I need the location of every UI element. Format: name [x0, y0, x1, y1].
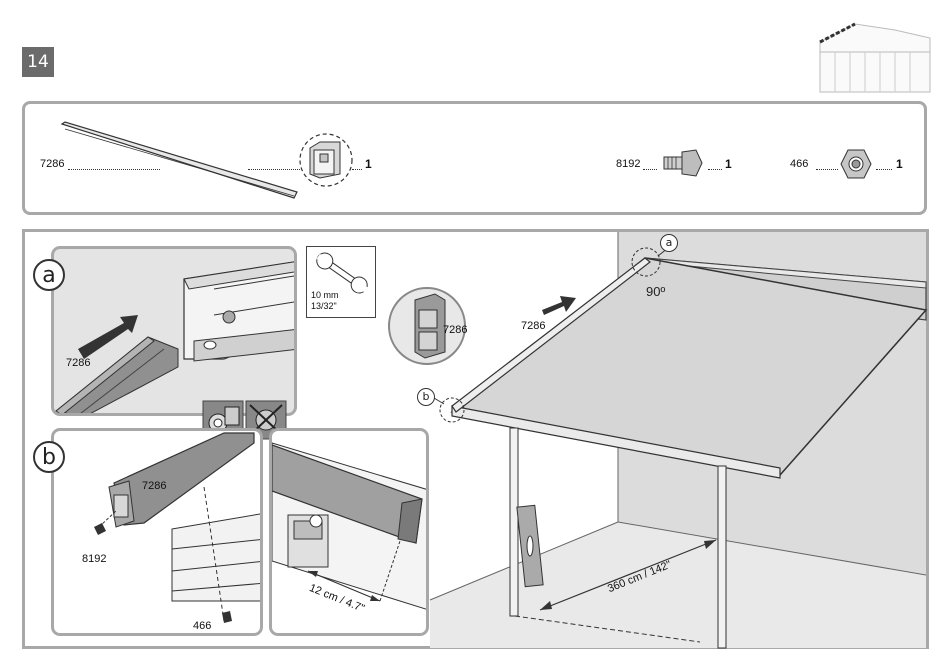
- callout-b: b: [417, 388, 435, 406]
- wrench-icon: [313, 253, 371, 293]
- detail-b-left-drawing: [54, 431, 263, 636]
- profile-closeup-label: 7286: [443, 324, 467, 336]
- detail-a-drawing: [54, 249, 297, 416]
- callout-a: a: [660, 234, 678, 252]
- detail-a-panel: [51, 246, 297, 416]
- tool-size-metric: 10 mm: [311, 290, 339, 300]
- angle-label: 90º: [646, 284, 665, 299]
- tool-size-imperial: 13/32": [311, 301, 337, 311]
- tool-requirement-box: 10 mm 13/32": [306, 246, 376, 318]
- detail-b-left-panel: [51, 428, 263, 636]
- detail-b-nut-label: 466: [193, 620, 211, 632]
- profile-label: 7286: [521, 320, 545, 332]
- detail-a-part-label: 7286: [66, 357, 90, 369]
- detail-b-letter: b: [33, 441, 65, 473]
- detail-b-bolt-label: 8192: [82, 553, 106, 565]
- detail-a-letter: a: [33, 259, 65, 291]
- detail-b-part-label: 7286: [142, 480, 166, 492]
